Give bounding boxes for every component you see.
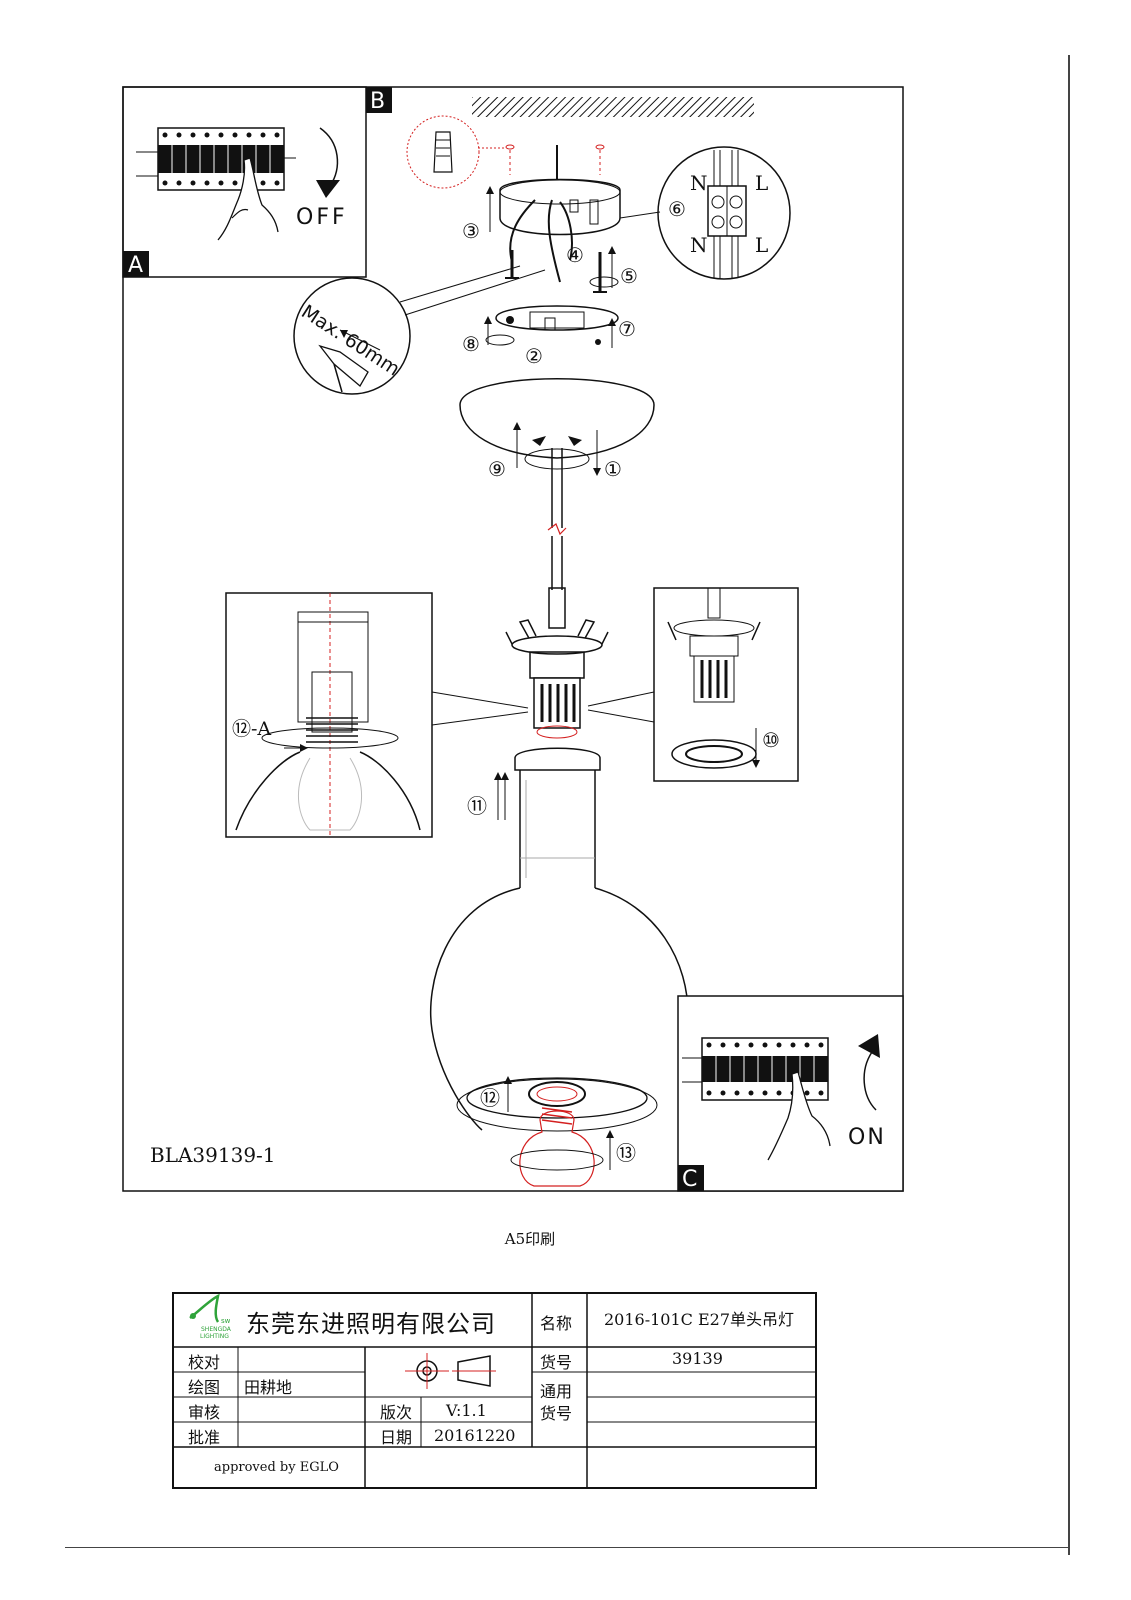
logo-text-1: SHENGDA: [201, 1326, 232, 1333]
step-9-label: ⑨: [488, 457, 506, 481]
panel-a-off-text: OFF: [296, 205, 348, 230]
step-1-label: ①: [604, 457, 622, 481]
detail-10: ⑩: [653, 587, 799, 782]
step-10-label: ⑩: [762, 728, 780, 752]
canopy-cover: ⑨ ①: [459, 378, 655, 481]
page-bottom-rule: [65, 1547, 1069, 1548]
step-13-label: ⑬: [616, 1141, 636, 1165]
label-check: 校对: [188, 1353, 221, 1372]
wall-plug-detail: [406, 115, 605, 189]
drawing-frame: [122, 86, 904, 1192]
label-name: 名称: [540, 1314, 573, 1333]
drawer-value: 田耕地: [244, 1378, 293, 1397]
label-approve: 批准: [188, 1428, 221, 1447]
panel-c-breaker-on: C ON: [677, 995, 904, 1192]
product-name-value: 2016-101C E27单头吊灯: [604, 1310, 795, 1329]
suspension-rod: [547, 448, 567, 629]
terminal-l-bottom: L: [755, 233, 768, 257]
canopy-plate: ⑧ ② ⑦: [462, 305, 636, 368]
step-3-label: ③: [462, 219, 480, 243]
svg-text:sw: sw: [221, 1317, 231, 1325]
panel-a-label: A: [128, 253, 143, 278]
panel-c-on-text: ON: [848, 1125, 886, 1150]
ceiling-hatch: [472, 97, 754, 117]
panel-b-label: B: [370, 89, 385, 114]
model-code: BLA39139-1: [150, 1143, 276, 1167]
detail-12a-label: ⑫-A: [232, 718, 271, 740]
panel-a-breaker-off: A OFF: [122, 86, 367, 278]
label-common-item-2: 货号: [540, 1404, 573, 1423]
step-6-label: ⑥: [668, 197, 686, 221]
detail-12a: ⑫-A: [225, 592, 433, 838]
step-12-label: ⑫: [480, 1086, 500, 1110]
step-11-label: ⑪: [467, 794, 487, 818]
label-version: 版次: [380, 1403, 413, 1422]
label-review: 审核: [188, 1403, 221, 1422]
panel-c-label: C: [682, 1167, 697, 1192]
title-block-grid: [172, 1292, 817, 1489]
step-5-label: ⑤: [620, 264, 638, 288]
panel-b-marker: [366, 87, 392, 113]
projection-symbol: [405, 1353, 496, 1389]
company-logo: sw SHENGDA LIGHTING: [189, 1293, 232, 1340]
step-4-label: ④: [566, 243, 584, 267]
date-value: 20161220: [434, 1426, 516, 1445]
label-item-no: 货号: [540, 1353, 573, 1372]
terminal-n-bottom: N: [690, 233, 708, 257]
light-bulb: ⑬: [510, 1107, 636, 1187]
label-draw: 绘图: [188, 1378, 221, 1397]
item-no-value: 39139: [672, 1349, 723, 1368]
logo-text-2: LIGHTING: [200, 1333, 229, 1340]
company-name: 东莞东进照明有限公司: [246, 1310, 496, 1338]
step-2-label: ②: [525, 344, 543, 368]
step-8-label: ⑧: [462, 332, 480, 356]
version-value: V:1.1: [446, 1401, 487, 1420]
label-common-item-1: 通用: [540, 1382, 573, 1401]
terminal-l-top: L: [755, 171, 768, 195]
terminal-block-detail: N L N L ⑥: [619, 146, 791, 280]
page-right-rule: [1068, 55, 1070, 1555]
wire-strip-detail: Max. 60mm: [293, 265, 546, 395]
print-size-note: A5印刷: [504, 1230, 556, 1248]
ceiling-bracket: ③ ④ ⑤: [462, 145, 638, 293]
label-date: 日期: [380, 1428, 413, 1447]
step-7-label: ⑦: [618, 317, 636, 341]
terminal-n-top: N: [690, 171, 708, 195]
glass-globe-shade: ⑪ ⑫: [429, 747, 689, 1132]
approved-by: approved by EGLO: [214, 1460, 339, 1475]
lamp-holder: [431, 619, 655, 739]
